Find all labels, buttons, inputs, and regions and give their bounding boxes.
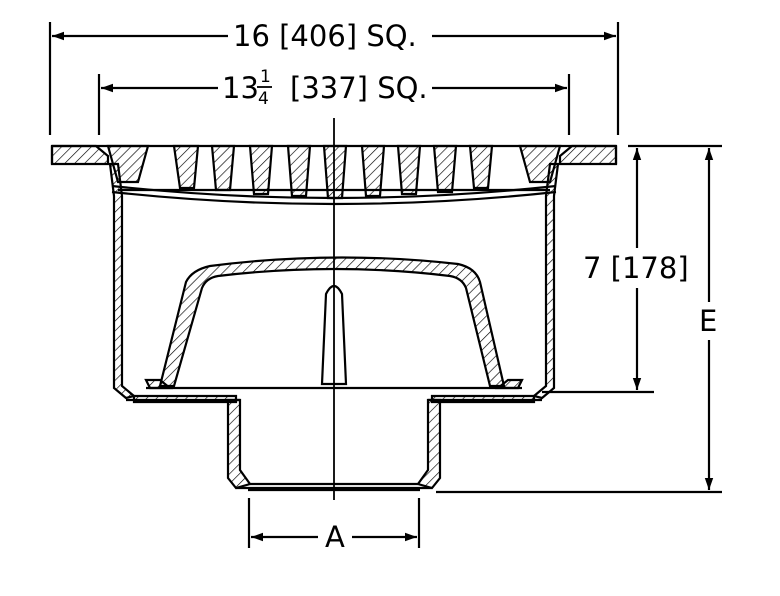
outlet-width-dimension (247, 498, 421, 548)
overall-width-label: 16 [406] SQ. (233, 19, 417, 53)
inner-width-frac-num: 1 (260, 67, 271, 87)
inner-width-dimension (97, 74, 571, 135)
inner-width-frac-den: 4 (258, 89, 269, 109)
inner-width-rest: [337] SQ. (290, 71, 428, 105)
overall-width-dimension (48, 22, 620, 135)
inner-width-label: 13 1 4 [337] SQ. (222, 67, 428, 109)
inner-width-whole: 13 (222, 71, 259, 105)
body-height-label: 7 [178] (583, 251, 689, 285)
total-height-dimension (436, 148, 722, 494)
total-height-label: E (699, 304, 717, 338)
outlet-width-label: A (325, 520, 345, 554)
outlet-pipe (226, 398, 442, 492)
